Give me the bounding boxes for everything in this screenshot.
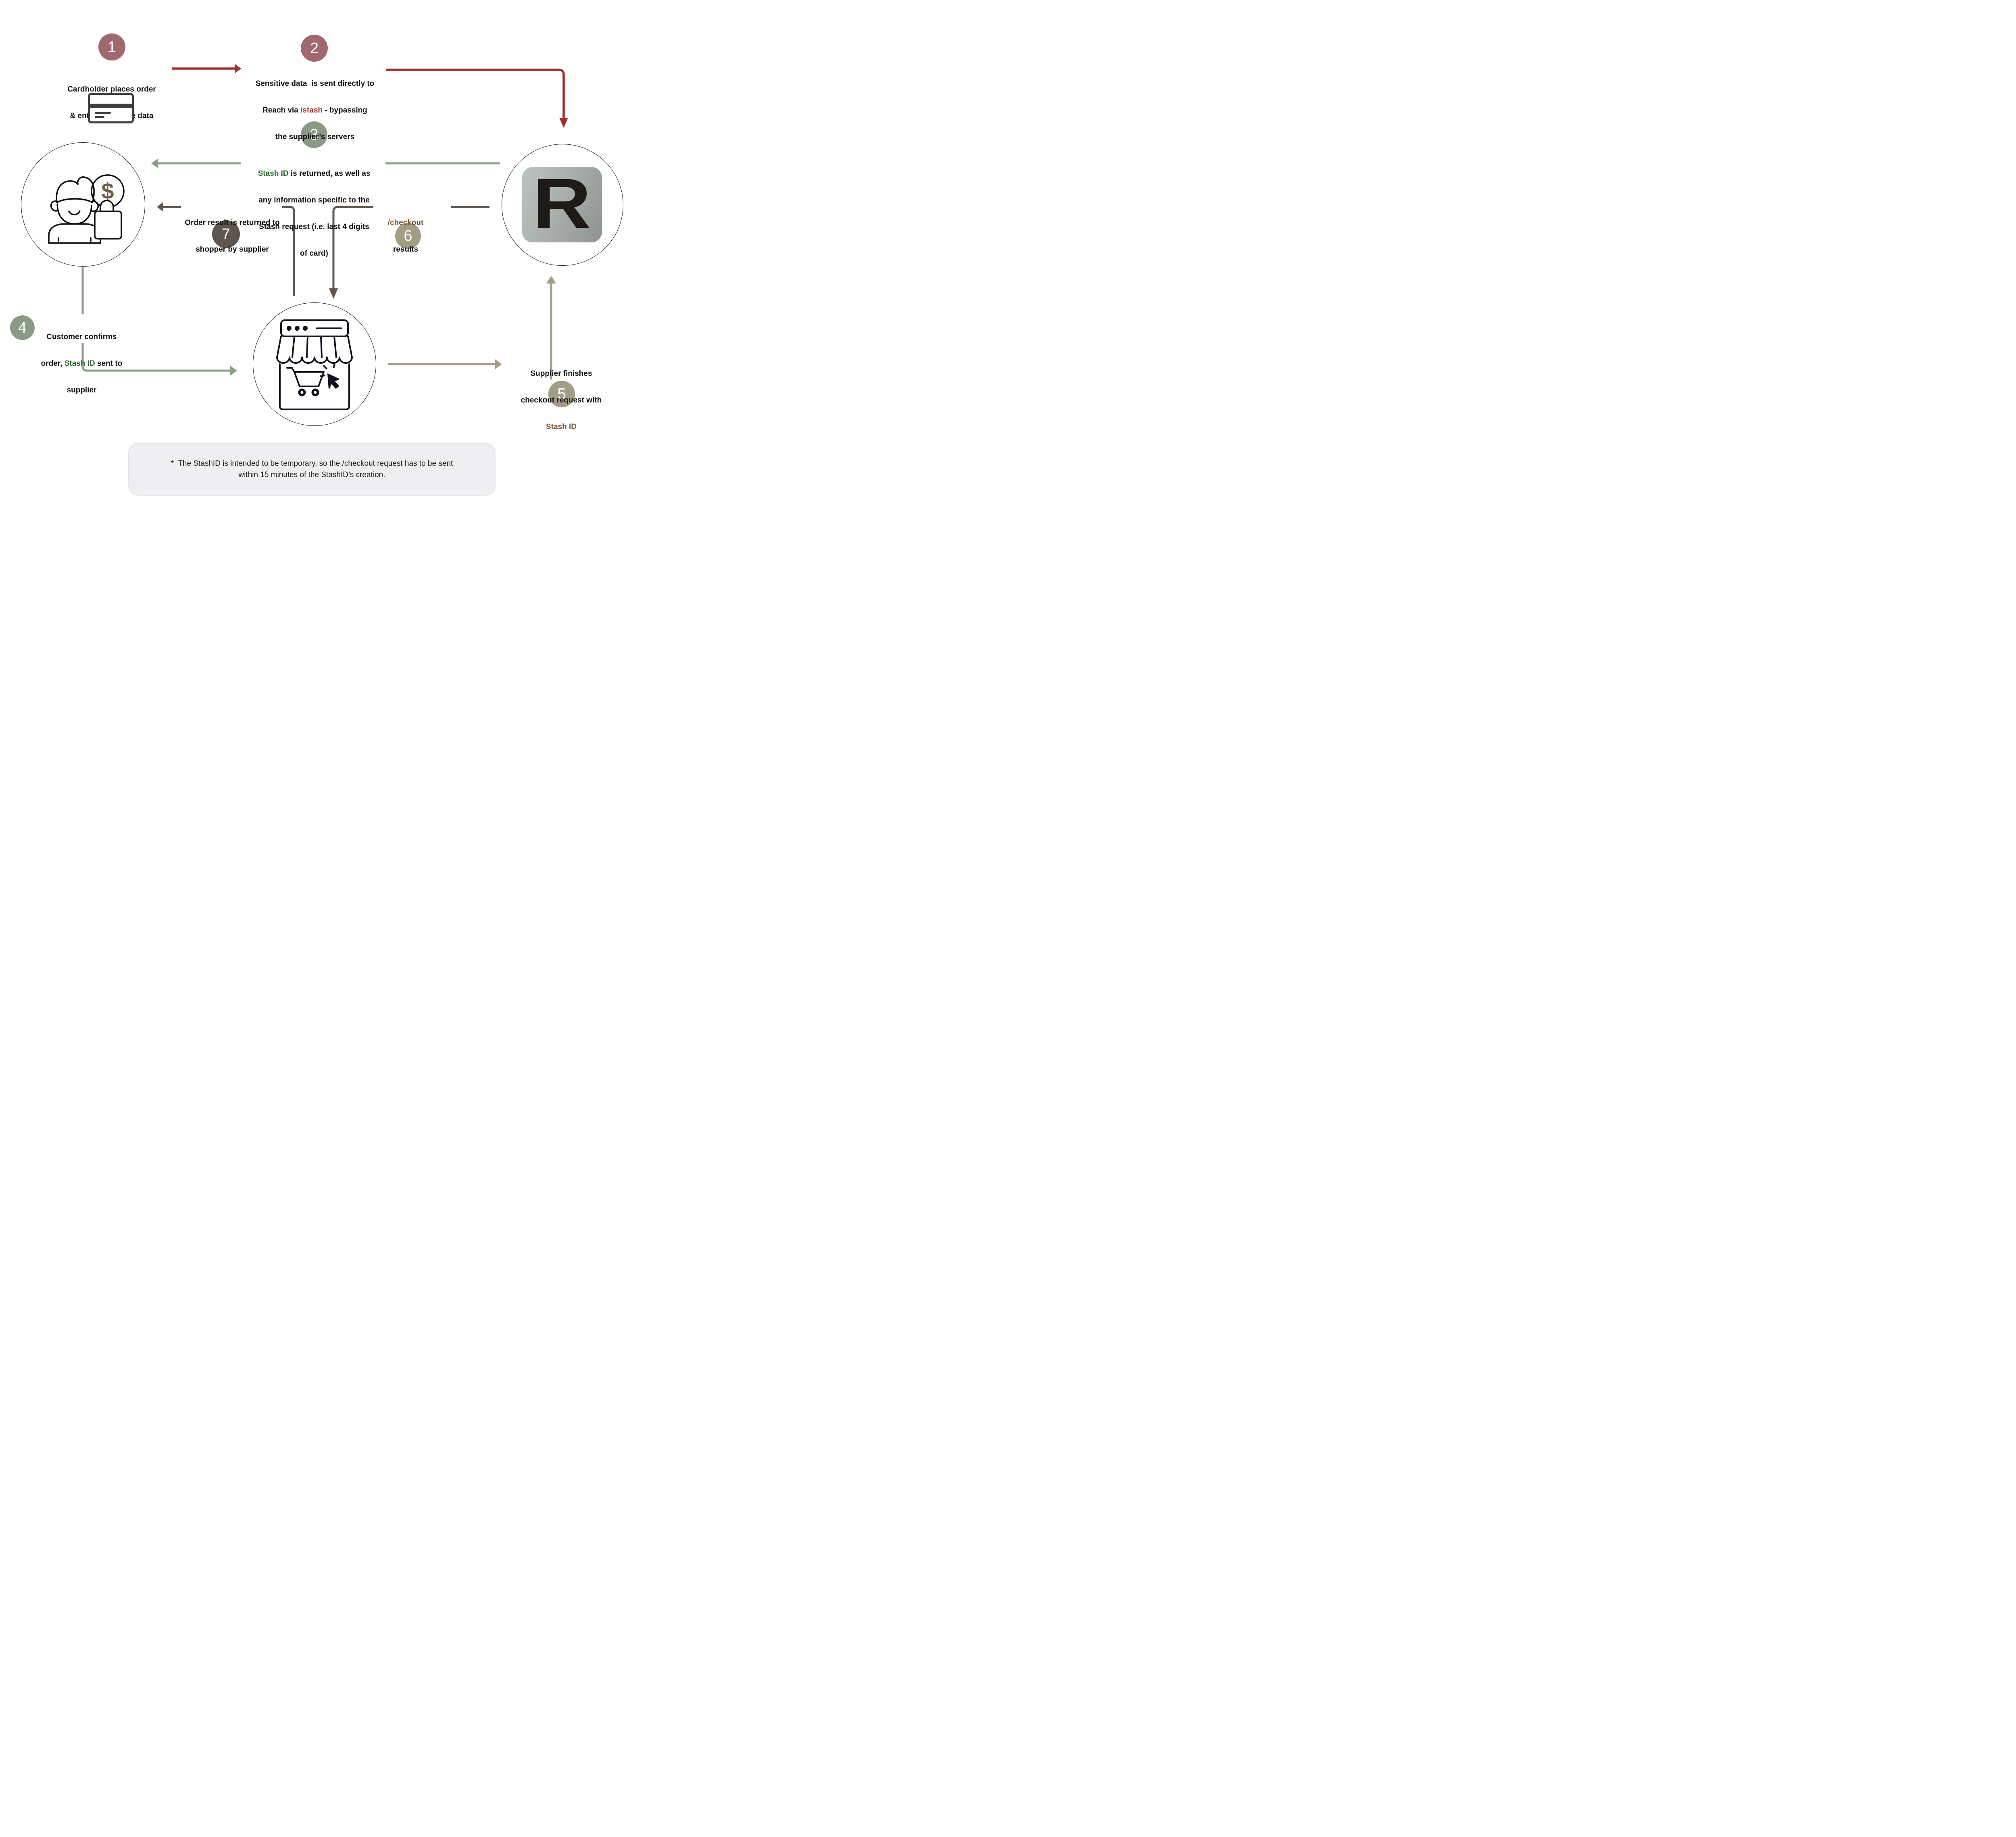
step-7-line1: Order result is returned to — [185, 219, 280, 227]
step-2-line2: Reach via /stash - bypassing — [262, 106, 367, 115]
step-2-label: Sensitive data is sent directly to Reach… — [242, 62, 387, 159]
step-5-line2: checkout request with — [521, 396, 602, 405]
step-5-number: 5 — [557, 386, 566, 402]
awning-scallops — [276, 357, 353, 364]
step-7-badge: 7 — [212, 220, 240, 248]
awning-seam — [306, 336, 308, 358]
awning-left-edge — [276, 336, 282, 358]
step-4-badge: 4 — [10, 315, 35, 340]
footnote-line1: * The StashID is intended to be temporar… — [171, 459, 453, 468]
step-2-badge: 2 — [301, 35, 328, 62]
browser-bar — [280, 319, 349, 337]
card-text-line — [95, 116, 104, 118]
step-7-number: 7 — [221, 225, 231, 243]
reach-logo-letter: R — [533, 167, 591, 242]
stash-endpoint-accent: /stash — [300, 106, 323, 115]
cart-basket — [294, 371, 325, 387]
step-5-badge: 5 — [548, 381, 575, 407]
card-text-line — [95, 112, 111, 114]
step-2-line1: Sensitive data is sent directly to — [255, 79, 375, 88]
step-2-number: 2 — [310, 40, 319, 57]
step-3-line2: any information specific to the — [258, 196, 370, 204]
arrowhead-up-icon — [546, 276, 556, 284]
browser-dot — [295, 326, 300, 331]
awning-seam — [292, 336, 295, 358]
left-ear — [50, 200, 58, 212]
footnote-panel: * The StashID is intended to be temporar… — [128, 443, 496, 496]
arrowhead-left-icon — [151, 158, 158, 168]
storefront-icon — [276, 319, 353, 410]
step-4-line1: Customer confirms — [46, 333, 117, 341]
arrow-step2-to-reach — [386, 69, 568, 128]
step-4-line2: order, Stash ID sent to — [41, 359, 123, 368]
step-7-label: Order result is returned to shopper by s… — [178, 201, 287, 272]
card-magnetic-stripe — [90, 104, 132, 108]
hair-fringe — [57, 198, 93, 203]
credit-card-icon — [88, 93, 134, 123]
flow-diagram: 1 2 3 4 5 6 7 Cardholder places order & … — [0, 0, 632, 525]
stash-id-accent: Stash ID — [546, 423, 577, 431]
arrowhead-down-icon — [559, 118, 568, 128]
footnote-line2: within 15 minutes of the StashID’s creat… — [238, 470, 385, 479]
arrow-step1-to-step2 — [172, 64, 241, 73]
hair — [56, 176, 95, 203]
supplier-circle — [253, 302, 376, 426]
step-3-line4: of card) — [300, 249, 328, 258]
step-5-line1: Supplier finishes — [530, 369, 592, 378]
bag-handle — [100, 200, 114, 212]
step-6-number: 6 — [404, 227, 412, 244]
cart-wheel — [298, 388, 306, 396]
arrowhead-right-icon — [235, 64, 241, 73]
click-spark — [333, 363, 335, 368]
torso — [48, 223, 101, 244]
dollar-sign: $ — [101, 178, 114, 204]
step-3-label: Stash ID is returned, as well as any inf… — [246, 152, 383, 276]
step-6-line2: results — [393, 245, 419, 254]
shopper-icon: $ — [48, 174, 125, 244]
shopper-circle: $ — [21, 142, 145, 267]
checkout-endpoint-accent: /checkout — [387, 219, 424, 227]
smile — [68, 210, 81, 215]
step-3-number: 3 — [310, 126, 319, 143]
arrow-supplier-to-step5 — [388, 359, 502, 369]
arrowhead-left-icon — [157, 202, 163, 212]
awning-right-edge — [347, 336, 353, 358]
click-spark — [323, 365, 327, 369]
step-3-line1: Stash ID is returned, as well as — [258, 169, 371, 178]
reach-logo: R — [522, 167, 602, 242]
click-spark — [320, 375, 325, 377]
step-3-line3: Stash request (i.e. last 4 digits — [259, 223, 369, 231]
browser-dot — [287, 326, 292, 331]
stash-id-accent: Stash ID — [258, 169, 289, 178]
shopping-bag — [94, 211, 122, 240]
arrowhead-down-icon — [329, 288, 338, 299]
step-4-number: 4 — [18, 319, 27, 336]
step-1-line1: Cardholder places order — [67, 85, 156, 94]
browser-dot — [303, 326, 308, 331]
awning-seam — [320, 336, 323, 358]
step-3-badge: 3 — [301, 121, 327, 148]
cursor-icon — [327, 373, 339, 389]
reach-circle: R — [502, 144, 623, 266]
step-2-line3: the supplier’s servers — [275, 133, 355, 141]
step-4-line3: supplier — [67, 386, 97, 394]
step-6-badge: 6 — [395, 223, 421, 249]
step-7-line2: shopper by supplier — [196, 245, 269, 254]
cart-wheel — [311, 388, 319, 396]
awning-seam — [333, 336, 337, 358]
step-4-label: Customer confirms order, Stash ID sent t… — [32, 315, 131, 413]
cart-handle — [286, 367, 295, 373]
arrowhead-right-icon — [230, 366, 237, 375]
step-5-label: Supplier finishes checkout request with … — [510, 352, 612, 449]
step-1-badge: 1 — [98, 33, 125, 60]
arrowhead-right-icon — [495, 359, 502, 369]
stash-id-accent: Stash ID — [64, 359, 95, 368]
store-body — [279, 363, 350, 410]
step-6-label: /checkout results — [373, 201, 438, 272]
step-1-number: 1 — [107, 38, 117, 56]
